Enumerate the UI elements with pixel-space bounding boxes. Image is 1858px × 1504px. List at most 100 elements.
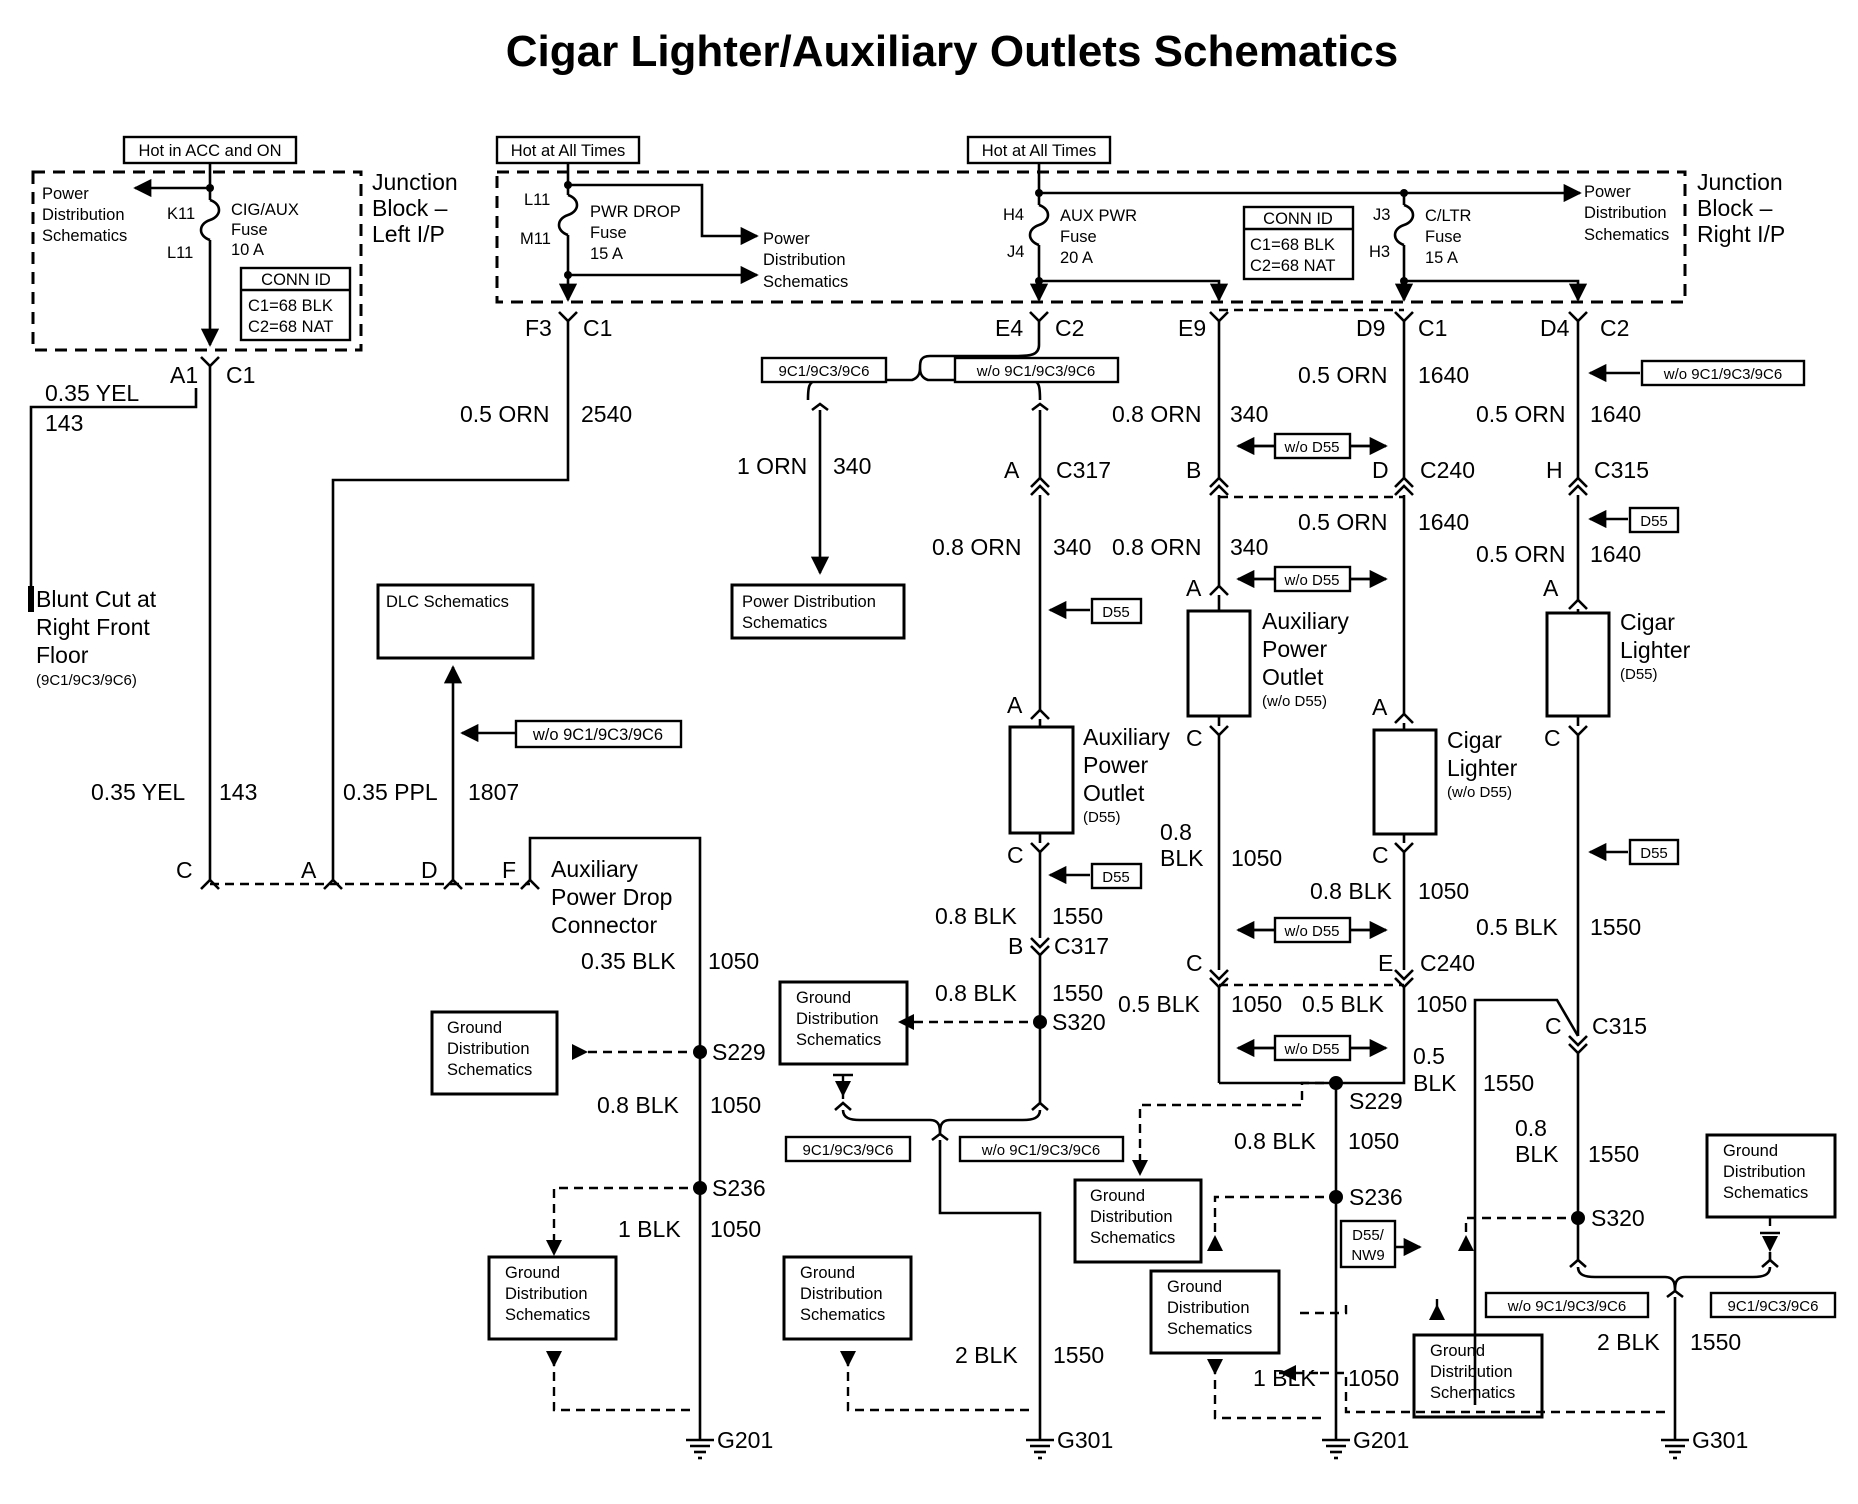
svg-text:S229: S229: [712, 1039, 766, 1065]
svg-text:S320: S320: [1052, 1009, 1106, 1035]
ground-symbol-g201-right: [1322, 1438, 1350, 1460]
svg-text:Schematics: Schematics: [796, 1031, 881, 1049]
svg-text:C1: C1: [1418, 315, 1447, 341]
pd-schematics-link-left[interactable]: Power Distribution Schematics: [42, 185, 127, 245]
svg-text:0.8: 0.8: [1160, 819, 1192, 845]
svg-text:C317: C317: [1054, 933, 1109, 959]
svg-text:C240: C240: [1420, 457, 1475, 483]
pd-schematics-link-right[interactable]: Power Distribution Schematics: [1584, 183, 1669, 244]
blunt-cut-label: Blunt Cut at Right Front Floor (9C1/9C3/…: [36, 586, 157, 689]
svg-text:Power: Power: [1262, 636, 1328, 662]
svg-text:D4: D4: [1540, 315, 1570, 341]
svg-text:Outlet: Outlet: [1262, 664, 1324, 690]
ground-distribution-box-6[interactable]: Ground Distribution Schematics: [1149, 1269, 1281, 1355]
svg-text:C1=68 BLK: C1=68 BLK: [248, 297, 333, 315]
svg-text:C: C: [176, 857, 193, 883]
svg-text:G201: G201: [1353, 1427, 1409, 1453]
svg-text:C315: C315: [1592, 1013, 1647, 1039]
circuit-340-e9: 0.8 ORN 340 B 0.8 ORN 340 A: [1112, 308, 1404, 611]
ground-distribution-box-5[interactable]: Ground Distribution Schematics: [1073, 1178, 1203, 1264]
svg-text:1050: 1050: [1231, 991, 1282, 1017]
ground-column-right: S229 0.8 BLK 1050 S236 1 BLK 1050 D55/ N…: [1132, 1076, 1422, 1460]
page-title: Cigar Lighter/Auxiliary Outlets Schemati…: [506, 27, 1398, 76]
circuit-1640-d9: 0.5 ORN 1640 D C240 0.5 ORN 1640 A: [1298, 321, 1475, 730]
svg-text:Block –: Block –: [372, 195, 448, 221]
ground-distribution-box-7[interactable]: Ground Distribution Schematics: [1412, 1333, 1544, 1419]
svg-text:Schematics: Schematics: [1430, 1384, 1515, 1402]
svg-text:Ground: Ground: [447, 1019, 502, 1037]
svg-text:PWR DROP: PWR DROP: [590, 203, 681, 221]
svg-text:Connector: Connector: [551, 912, 657, 938]
svg-text:15 A: 15 A: [590, 245, 623, 263]
ground-distribution-box-4[interactable]: Ground Distribution Schematics: [782, 1255, 913, 1341]
svg-text:Hot at All Times: Hot at All Times: [982, 142, 1097, 160]
svg-text:w/o 9C1/9C3/9C6: w/o 9C1/9C3/9C6: [981, 1142, 1100, 1159]
svg-text:0.35 BLK: 0.35 BLK: [581, 948, 676, 974]
svg-text:1050: 1050: [708, 948, 759, 974]
svg-text:w/o D55: w/o D55: [1283, 572, 1339, 589]
svg-text:Junction: Junction: [372, 169, 458, 195]
svg-text:Schematics: Schematics: [1167, 1320, 1252, 1338]
svg-text:w/o 9C1/9C3/9C6: w/o 9C1/9C3/9C6: [1507, 1298, 1626, 1315]
svg-text:Distribution: Distribution: [447, 1040, 530, 1058]
svg-text:0.8 BLK: 0.8 BLK: [935, 903, 1017, 929]
svg-text:D55/: D55/: [1352, 1227, 1385, 1244]
svg-text:J3: J3: [1373, 206, 1390, 224]
svg-text:20 A: 20 A: [1060, 249, 1093, 267]
svg-text:0.35 YEL: 0.35 YEL: [45, 380, 139, 406]
svg-text:BLK: BLK: [1515, 1141, 1559, 1167]
pd-schematics-box[interactable]: Power Distribution Schematics: [730, 583, 906, 640]
svg-text:Auxiliary: Auxiliary: [1262, 608, 1349, 634]
svg-text:w/o D55: w/o D55: [1283, 439, 1339, 456]
svg-text:Ground: Ground: [1723, 1142, 1778, 1160]
svg-text:(w/o D55): (w/o D55): [1447, 784, 1512, 801]
svg-text:Power Drop: Power Drop: [551, 884, 672, 910]
hot-at-all-times-tag-1: Hot at All Times: [495, 135, 641, 185]
svg-text:(D55): (D55): [1083, 809, 1121, 826]
svg-text:Hot at All Times: Hot at All Times: [511, 142, 626, 160]
junction-block-left-label: Junction Block – Left I/P: [372, 169, 458, 247]
ground-distribution-box-3[interactable]: Ground Distribution Schematics: [778, 980, 909, 1066]
ground-distribution-box-8[interactable]: Ground Distribution Schematics: [1705, 1133, 1837, 1219]
svg-text:D55: D55: [1640, 845, 1668, 862]
svg-text:Cigar: Cigar: [1620, 609, 1675, 635]
svg-text:Schematics: Schematics: [1584, 226, 1669, 244]
svg-text:0.5 ORN: 0.5 ORN: [1476, 541, 1565, 567]
svg-text:Auxiliary: Auxiliary: [1083, 724, 1170, 750]
cigar-lighter-d55: Cigar Lighter (D55) C: [1544, 609, 1691, 751]
svg-text:0.5 ORN: 0.5 ORN: [1476, 401, 1565, 427]
hot-in-acc-on-tag: Hot in ACC and ON: [122, 135, 298, 185]
svg-text:S320: S320: [1591, 1205, 1645, 1231]
svg-text:1550: 1550: [1053, 1342, 1104, 1368]
wo-d55-tags-top: w/o D55 w/o D55: [1236, 432, 1388, 593]
svg-text:0.8 BLK: 0.8 BLK: [1234, 1128, 1316, 1154]
svg-text:BLK: BLK: [1160, 845, 1204, 871]
svg-text:1640: 1640: [1590, 401, 1641, 427]
svg-text:Ground: Ground: [1090, 1187, 1145, 1205]
svg-text:9C1/9C3/9C6: 9C1/9C3/9C6: [779, 363, 870, 380]
svg-text:NW9: NW9: [1351, 1247, 1384, 1264]
ground-column-left: 0.35 BLK 1050 S229 0.8 BLK 1050 S236 1 B…: [546, 948, 773, 1460]
svg-text:F: F: [502, 857, 516, 883]
svg-text:1050: 1050: [1348, 1128, 1399, 1154]
dlc-schematics-box[interactable]: DLC Schematics: [376, 583, 535, 660]
wo-d55-tags-bottom: w/o D55 w/o D55: [1236, 916, 1388, 1062]
svg-text:Fuse: Fuse: [590, 224, 627, 242]
svg-text:G301: G301: [1057, 1427, 1113, 1453]
svg-text:C317: C317: [1056, 457, 1111, 483]
svg-text:D: D: [1372, 457, 1389, 483]
svg-text:Schematics: Schematics: [505, 1306, 590, 1324]
svg-text:CONN ID: CONN ID: [1263, 210, 1333, 228]
svg-text:1807: 1807: [468, 779, 519, 805]
svg-text:Left I/P: Left I/P: [372, 221, 445, 247]
ground-symbol-g301-right: [1661, 1438, 1689, 1460]
ground-distribution-box-1[interactable]: Ground Distribution Schematics: [430, 1010, 559, 1096]
svg-text:G301: G301: [1692, 1427, 1748, 1453]
svg-text:D9: D9: [1356, 315, 1385, 341]
svg-text:Fuse: Fuse: [1425, 228, 1462, 246]
svg-text:2 BLK: 2 BLK: [955, 1342, 1018, 1368]
ground-distribution-box-2[interactable]: Ground Distribution Schematics: [487, 1255, 618, 1341]
junction-block-right-label: Junction Block – Right I/P: [1697, 169, 1785, 247]
svg-text:Cigar: Cigar: [1447, 727, 1502, 753]
svg-text:1050: 1050: [710, 1092, 761, 1118]
